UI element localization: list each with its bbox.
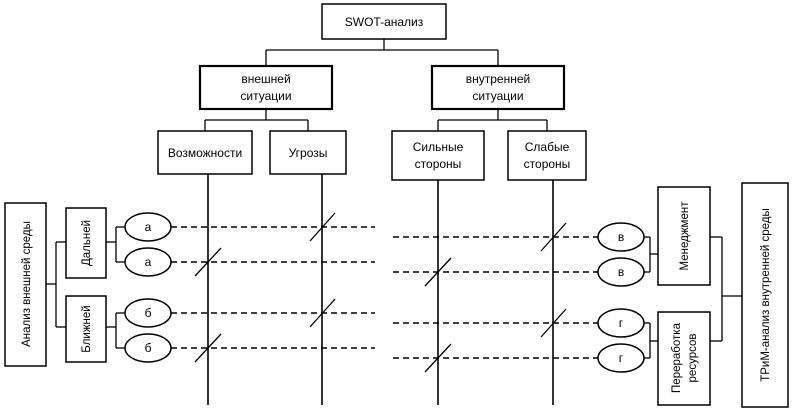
oval-v-2-label: в [618,265,624,279]
internal-label-2: ситуации [472,89,523,103]
strengths-label-1: Сильные [413,140,464,154]
root-node: SWOT-анализ [321,3,447,40]
opportunities-node: Возможности [157,130,253,175]
far-env-label: Дальней [81,220,93,266]
oval-a-2-label: а [145,255,152,269]
external-env-analysis-node: Анализ внешней среды [4,202,47,367]
oval-g-2-label: г [619,351,624,365]
oval-b-2-label: б [145,341,152,355]
left-oval-nodes: а а б б [124,212,172,363]
opportunities-label: Возможности [168,146,242,160]
oval-v-1-label: в [618,230,624,244]
column-lines [207,174,554,405]
management-node: Менеджмент [657,186,711,286]
oval-a-1 [124,212,172,242]
oval-b-1 [124,298,172,328]
threats-label: Угрозы [289,146,328,160]
right-connectors [644,236,742,359]
oval-g-1-label: г [619,316,624,330]
oval-a-2 [124,247,172,277]
weaknesses-label-1: Слабые [525,140,570,154]
oval-a-1-label: а [145,220,152,234]
internal-situation-node: внутренней ситуации [430,64,566,111]
internal-env-analysis-node: ТРиМ-анализ внутренней среды [741,182,789,408]
oval-g-2 [597,343,645,373]
threats-node: Угрозы [269,130,347,175]
external-env-title: Анализ внешней среды [21,221,33,347]
near-env-label: Ближней [81,305,93,352]
oval-v-1 [597,222,645,252]
resources-node: Переработка ресурсов [657,311,711,406]
far-env-node: Дальней [65,207,107,279]
oval-b-1-label: б [145,306,152,320]
internal-label-1: внутренней [466,72,530,86]
strengths-node: Сильные стороны [391,130,485,181]
relation-lines [171,226,598,359]
oval-b-2 [124,333,172,363]
external-label-2: ситуации [240,89,291,103]
root-title: SWOT-анализ [345,15,424,29]
intersection-marks [194,212,567,373]
oval-g-1 [597,308,645,338]
left-connectors [46,226,125,349]
oval-v-2 [597,257,645,287]
weaknesses-label-2: стороны [524,157,571,171]
external-label-1: внешней [241,72,290,86]
tree-connectors [204,39,548,131]
weaknesses-node: Слабые стороны [507,130,587,181]
management-label: Менеджмент [679,201,691,271]
strengths-label-2: стороны [415,157,462,171]
resources-label-2: ресурсов [687,334,699,383]
right-oval-nodes: в в г г [597,222,645,373]
resources-label-1: Переработка [671,322,683,393]
internal-env-title: ТРиМ-анализ внутренней среды [760,208,772,382]
external-situation-node: внешней ситуации [198,64,334,111]
near-env-node: Ближней [65,295,107,363]
